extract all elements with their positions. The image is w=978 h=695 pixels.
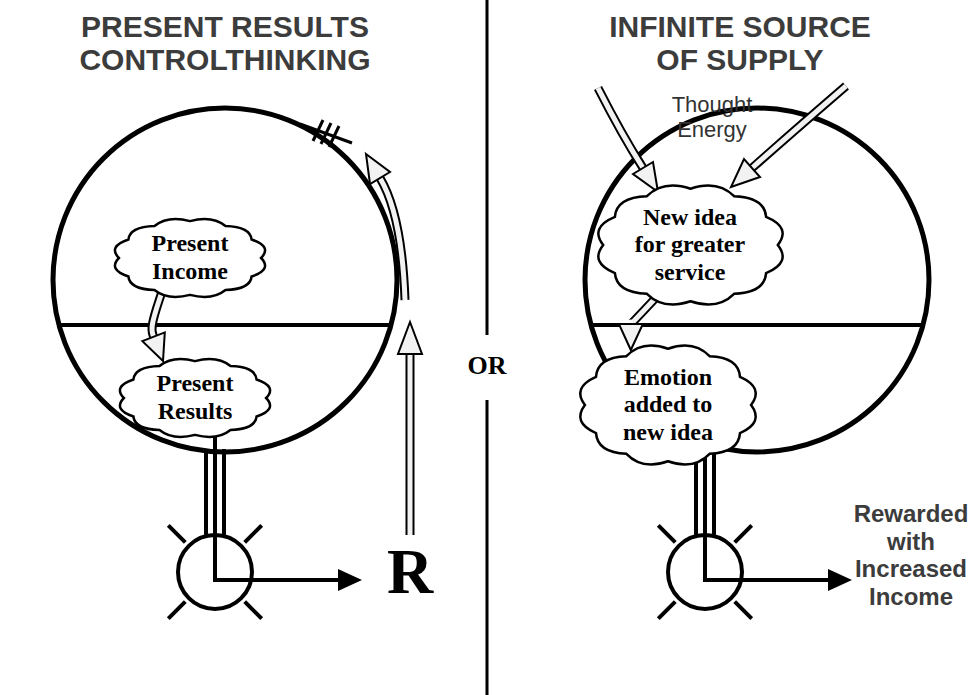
flow-arrow [619, 299, 655, 350]
feedback-arrow [380, 178, 405, 300]
cloud-outline [580, 346, 755, 465]
column-heading-box: INFINITE SOURCE OF SUPPLY [590, 10, 890, 76]
divider-line [486, 0, 489, 335]
energy-arrow [752, 86, 846, 168]
body-ray [735, 602, 752, 619]
body-ray [245, 602, 262, 619]
neck-line [222, 449, 226, 536]
energy-arrow [752, 86, 846, 168]
block-mark [329, 126, 339, 147]
cloud-text: Emotion added to new idea [610, 364, 726, 447]
or-label: OR [452, 350, 522, 381]
energy-arrowhead [633, 162, 658, 192]
block-mark [321, 123, 331, 144]
energy-arrow [598, 88, 643, 168]
flow-arrow [142, 294, 164, 361]
flow-arrow-fill [631, 299, 655, 324]
idea-cloud: Emotion added to new idea [575, 341, 761, 469]
idea-cloud: Present Results [115, 355, 275, 441]
result-line [705, 452, 830, 580]
result-letter: R [380, 540, 440, 604]
divider-line [486, 400, 489, 695]
cloud-outline [120, 359, 270, 437]
result-line [215, 430, 340, 580]
energy-arrowhead [731, 159, 760, 187]
column-heading: INFINITE SOURCE OF SUPPLY [590, 10, 890, 76]
flow-arrow-outline [152, 294, 161, 337]
idea-cloud: New idea for greater service [593, 181, 788, 309]
reward-label: Rewarded with Increased Income [850, 500, 972, 610]
neck-line [204, 449, 208, 536]
flow-arrowhead [619, 324, 643, 350]
feedback-arrow [406, 352, 415, 535]
energy-label: Thought Energy [662, 92, 762, 143]
column-heading: PRESENT RESULTS CONTROLTHINKING [55, 10, 395, 76]
body-ray [735, 525, 752, 542]
cloud-text: New idea for greater service [629, 204, 751, 287]
mind-circle [53, 108, 397, 452]
body-ray [658, 602, 675, 619]
or-label-box: OR [452, 350, 522, 381]
feedback-arrowhead [398, 322, 422, 354]
column-heading-box: PRESENT RESULTS CONTROLTHINKING [55, 10, 395, 76]
flow-arrow-outline [631, 299, 655, 324]
cloud-text: Present Results [145, 370, 245, 425]
cloud-text-block: Present Income [140, 230, 240, 285]
energy-arrow [598, 88, 643, 168]
mind-divider [59, 323, 391, 327]
feedback-arrowhead [366, 154, 390, 184]
block-mark [313, 120, 323, 141]
energy-label-box: Thought Energy [662, 92, 762, 143]
cloud-text-block: New idea for greater service [629, 204, 751, 287]
cloud-text: Present Income [140, 230, 240, 285]
cloud-text-block: Present Results [145, 370, 245, 425]
result-arrowhead [338, 569, 362, 591]
cloud-outline [115, 219, 265, 297]
result-arrowhead [828, 569, 852, 591]
body-ray [658, 525, 675, 542]
body-ray [245, 525, 262, 542]
cloud-outline [598, 186, 782, 305]
feedback-arrow [380, 178, 405, 300]
body-ray [168, 602, 185, 619]
feedback-arrow [408, 352, 413, 535]
idea-cloud: Present Income [110, 215, 270, 301]
body-ray [168, 525, 185, 542]
cloud-text-block: Emotion added to new idea [610, 364, 726, 447]
result-letter-box: R [380, 540, 440, 604]
reward-label-box: Rewarded with Increased Income [850, 500, 972, 610]
flow-arrowhead [142, 332, 164, 361]
flow-arrow-fill [152, 294, 161, 337]
blocked-line [300, 124, 352, 143]
